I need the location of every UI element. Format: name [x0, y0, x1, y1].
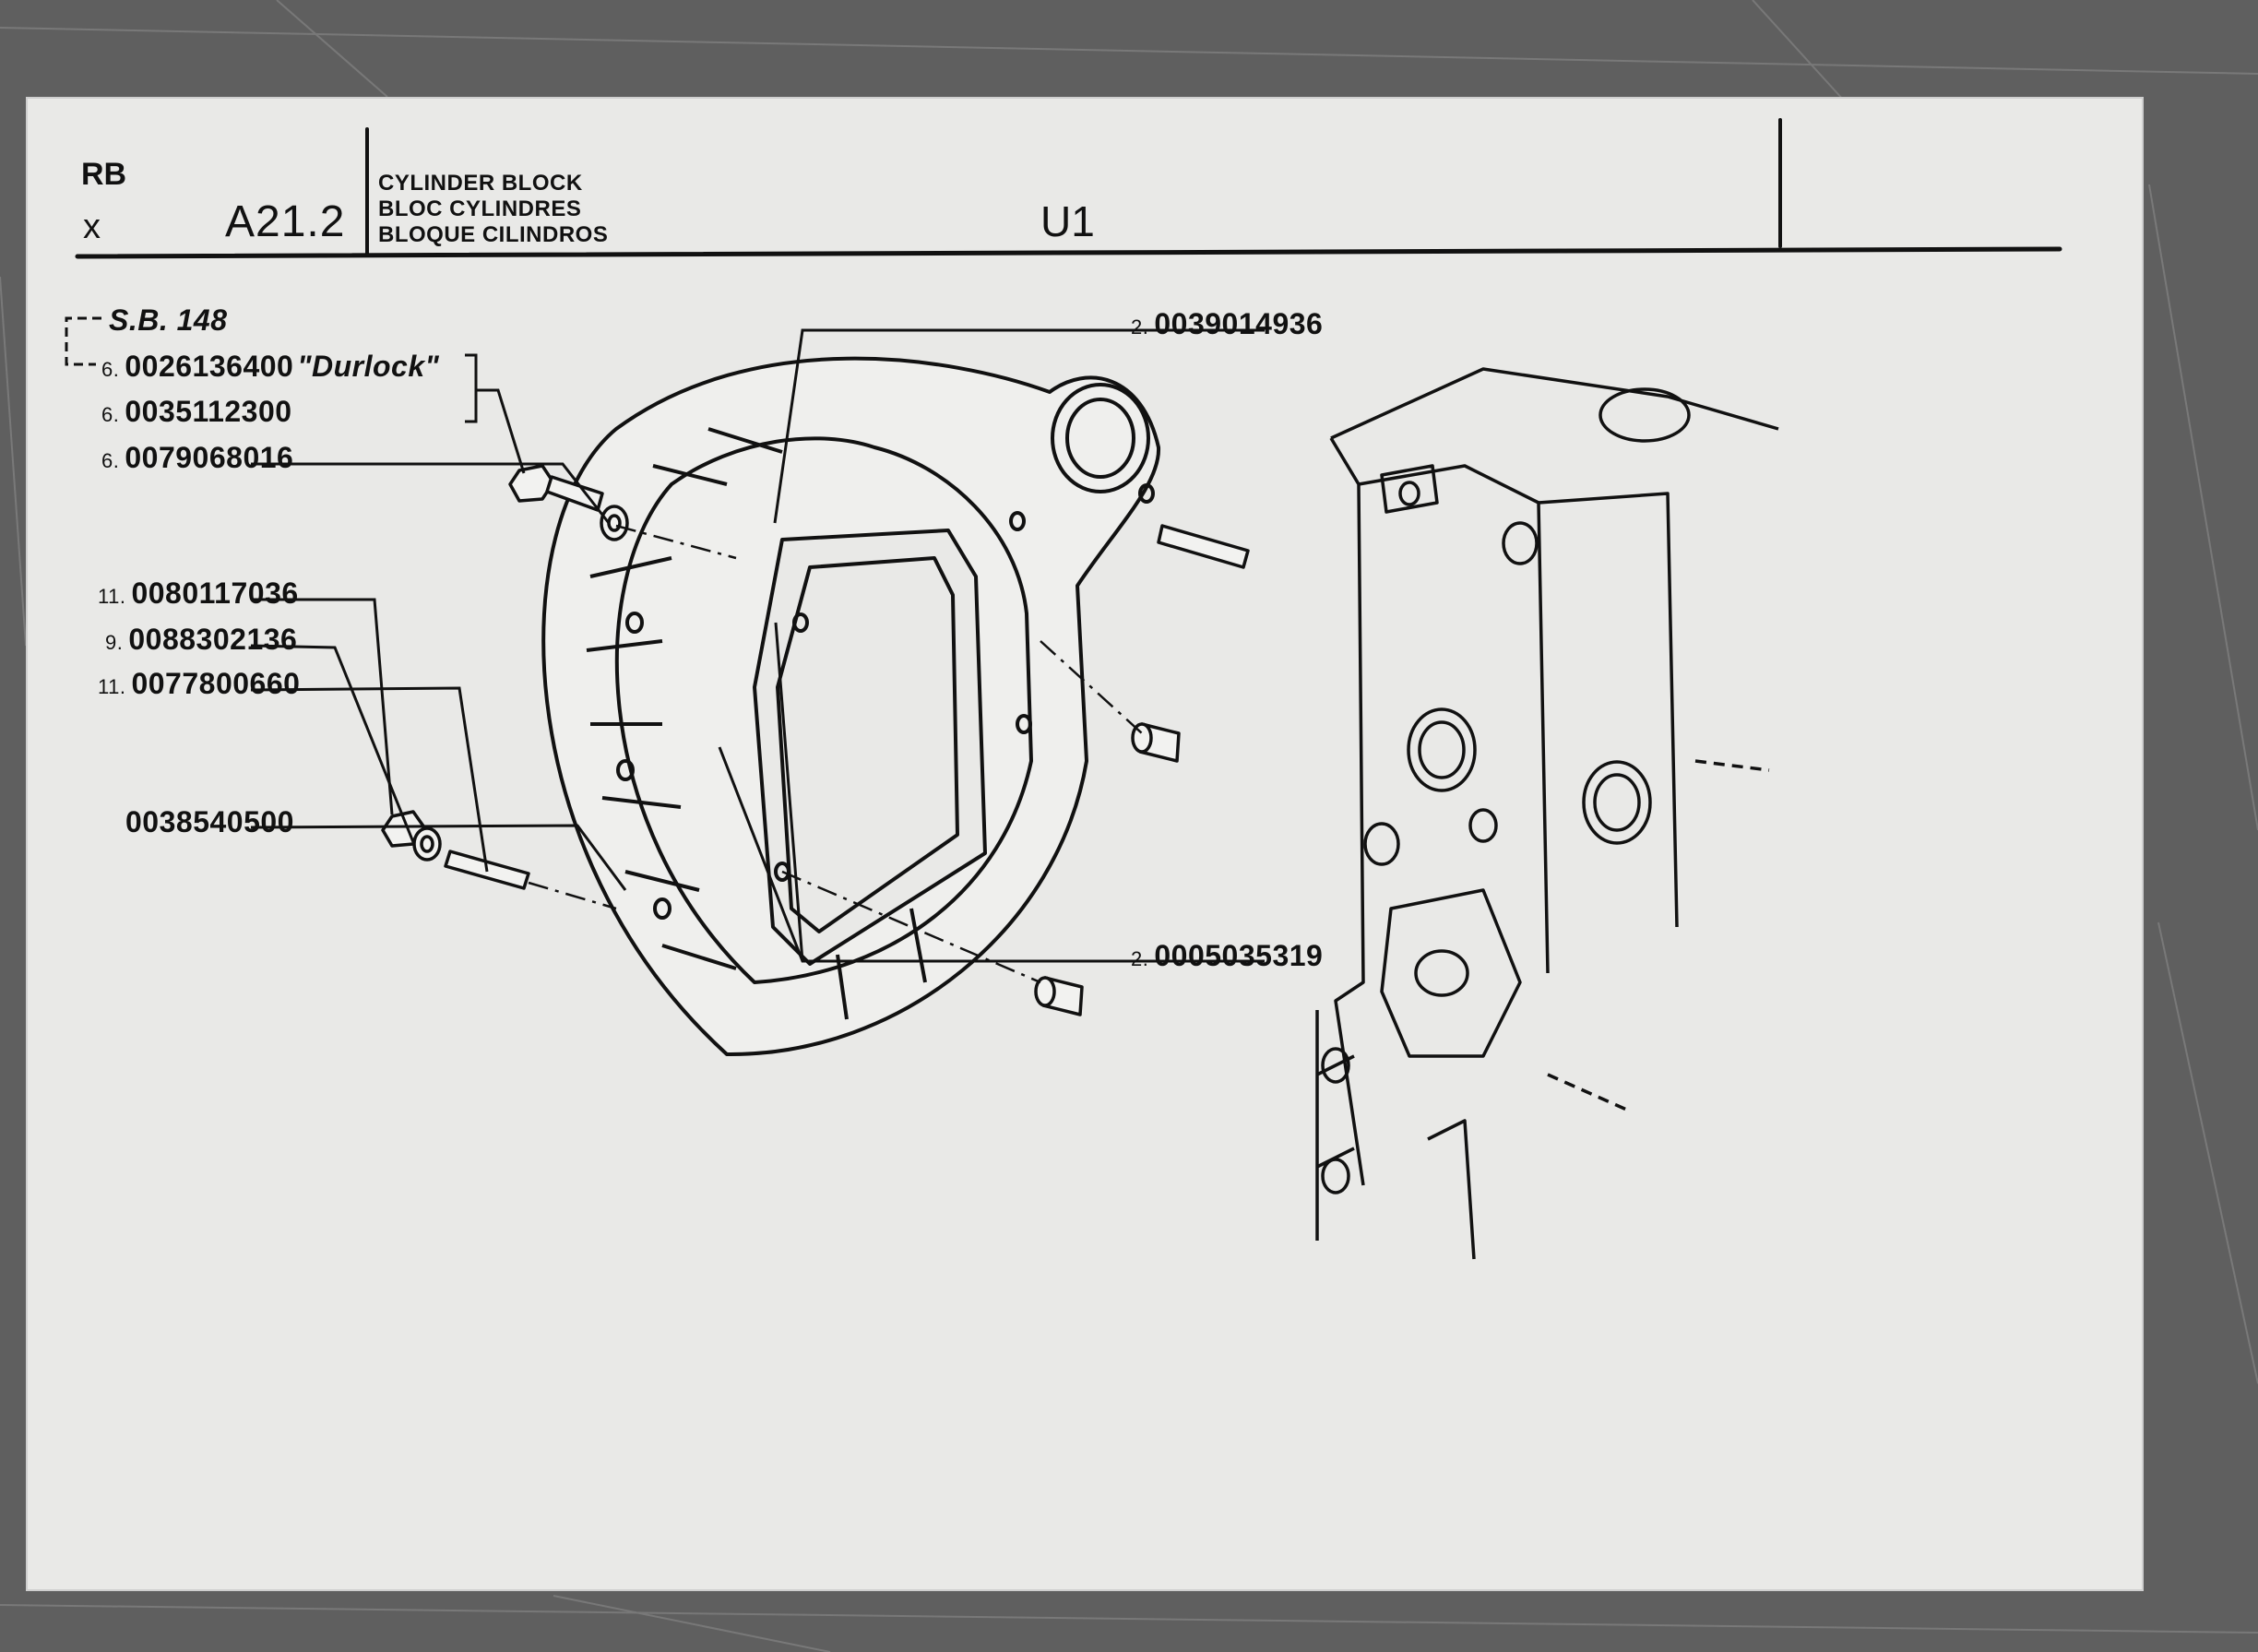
screw-bracket	[465, 353, 478, 423]
title-es: BLOQUE CILINDROS	[378, 222, 609, 247]
fasteners-drawing	[381, 464, 1250, 1016]
x-label: x	[83, 208, 101, 246]
sb-bracket	[65, 316, 101, 366]
callout-nut: 11.0080117036	[98, 576, 299, 610]
callout-dowel: 2.0005035319	[1131, 939, 1324, 972]
exploded-drawing	[65, 118, 2062, 1260]
callout-washer-top: 6.0079068016	[101, 441, 294, 474]
section-code: A21.2	[225, 197, 346, 246]
cylinder-block-drawing	[1315, 367, 1779, 1260]
leader-lines	[65, 316, 1265, 963]
title-fr: BLOC CYLINDRES	[378, 196, 582, 221]
callout-washer-low: 9.0088302136	[105, 623, 298, 656]
callout-housing: 0038540500	[125, 805, 294, 838]
callout-stud-low: 11.0077800660	[98, 667, 301, 700]
service-bulletin-ref: S.B. 148	[109, 303, 228, 337]
group-code: U1	[1040, 197, 1095, 245]
title-en: CYLINDER BLOCK	[378, 171, 583, 196]
flywheel-housing-drawing	[541, 356, 1161, 1057]
callout-durlock: 6.0026136400"Durlock"	[101, 350, 440, 383]
rb-label: RB	[81, 157, 127, 192]
callout-screw: 6.0035112300	[101, 395, 292, 428]
callout-stud-top: 2.0039014936	[1131, 307, 1324, 340]
header-rule	[75, 246, 2062, 259]
parts-sheet: RB x A21.2 CYLINDER BLOCK BLOC CYLINDRES…	[26, 97, 2144, 1591]
